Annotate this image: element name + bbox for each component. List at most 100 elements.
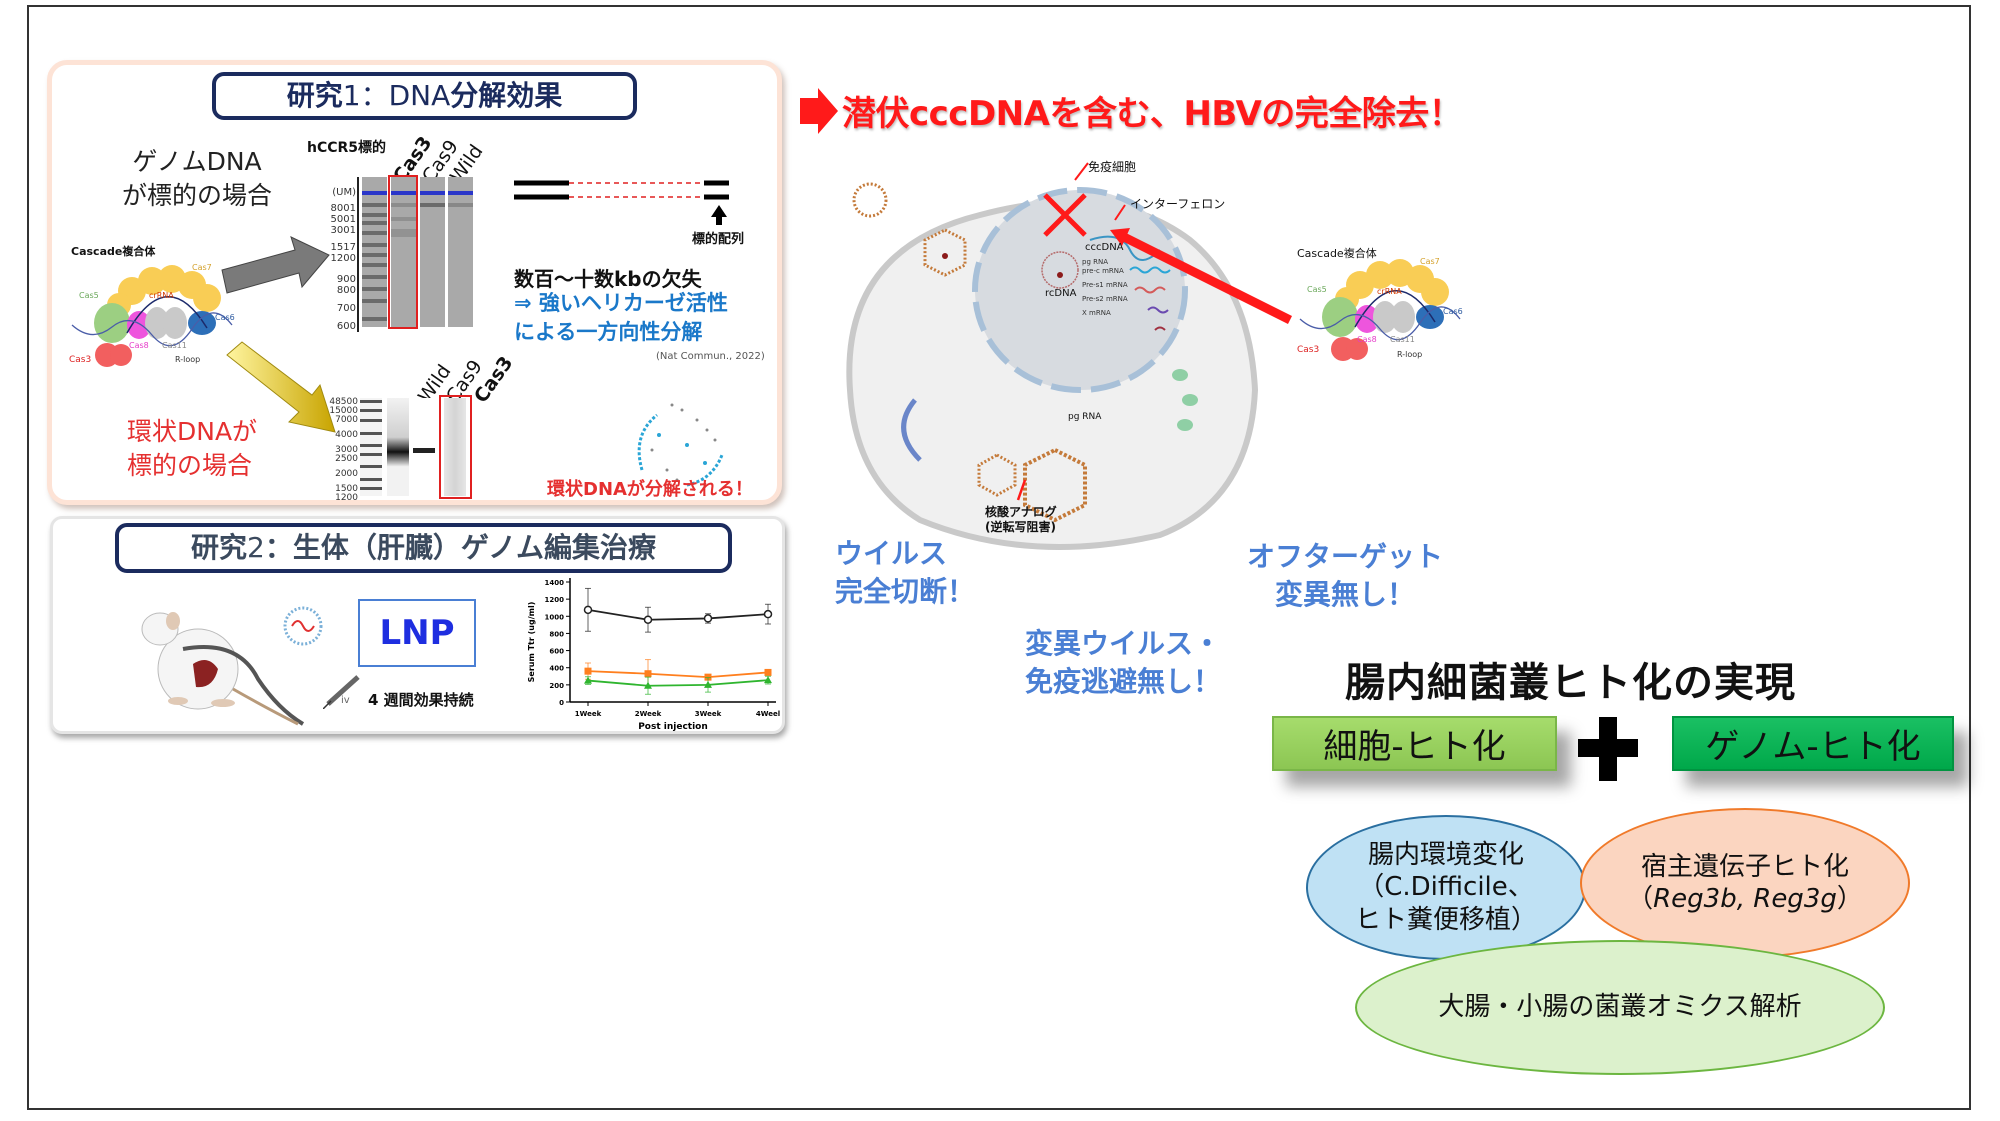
hbv-headline: 潜伏cccDNAを含む、HBVの完全除去！ <box>842 94 1463 134</box>
cascade-illustration <box>71 265 233 367</box>
cascade-complex-diagram: Cascade複合体 Cas7 Cas5 crRNA Cas6 Cas8 Cas… <box>57 243 257 373</box>
lnp-box: LNP <box>358 599 476 667</box>
data-point <box>764 676 772 684</box>
data-point <box>584 676 592 684</box>
y-tick-label: 600 <box>549 648 564 656</box>
series-line-control <box>587 608 769 621</box>
cascade-complex-diagram-right: Cascade複合体 Cas7 Cas5 crRNA Cas6 Cas8 Cas… <box>1285 245 1485 375</box>
gel2-cas3-lane <box>444 398 466 496</box>
helicase-text: ⇒ 強いヘリカーゼ活性 による一方向性分解 <box>514 291 728 344</box>
deletion-text: 数百〜十数kbの欠失 <box>514 267 702 291</box>
crrna-label: crRNA <box>149 291 174 300</box>
cell-humanization-pill: 細胞-ヒト化 <box>1272 716 1557 771</box>
cas3-label-right: Cas3 <box>1297 345 1320 355</box>
gut-title: 腸内細菌叢ヒト化の実現 <box>1345 660 1796 706</box>
genomic-target-label: ゲノムDNA が標的の場合 <box>121 147 272 210</box>
rcdna-label: rcDNA <box>1045 288 1077 299</box>
cas7-label-right: Cas7 <box>1420 257 1440 266</box>
data-point <box>704 680 712 688</box>
red-arrow-icon <box>800 88 838 134</box>
data-point <box>583 605 593 615</box>
gel2-wild-lane <box>387 398 409 496</box>
cas8-label: Cas8 <box>129 341 149 350</box>
data-point <box>644 670 652 678</box>
cas11-label-right: Cas11 <box>1390 335 1415 344</box>
slide-frame <box>27 5 1971 1110</box>
gel1-cas3-highlight <box>388 175 418 329</box>
y-tick-label: 1000 <box>545 613 565 621</box>
mrna-labels: pg RNA pre-c mRNA Pre-s1 mRNA Pre-s2 mRN… <box>1082 258 1128 317</box>
y-tick-label: 400 <box>549 665 564 673</box>
gel1-cas9-lane <box>420 177 445 327</box>
gel2-cas3-highlight <box>439 395 472 499</box>
x-tick-label: 3Week <box>695 710 722 718</box>
immune-cells-label: 免疫細胞 <box>1088 160 1137 174</box>
x-tick-label: 1Week <box>575 710 602 718</box>
rloop-label: R-loop <box>175 355 201 364</box>
y-tick-label: 200 <box>549 682 564 690</box>
study1-title: 研究1：DNA分解効果 <box>212 72 637 120</box>
off-target-callout: オフターゲット 変異無し！ <box>1246 540 1443 611</box>
x-tick-label: 2Week <box>635 710 662 718</box>
virus-cut-callout: ウイルス 完全切断！ <box>835 537 976 608</box>
cas8-label-right: Cas8 <box>1357 335 1377 344</box>
lnp-label: LNP <box>379 613 455 653</box>
cascade-title-right: Cascade複合体 <box>1297 247 1377 260</box>
pgrna-label: pg RNA <box>1068 412 1102 422</box>
gel1-ladder-labels: (UM) 8001 5001 3001 1517 1200 900 800 70… <box>330 187 356 332</box>
y-tick-label: 1400 <box>545 579 565 587</box>
hbv-lifecycle-diagram: 免疫細胞 インターフェロン cccDNA rcDNA pg RNA pre-c … <box>830 160 1300 560</box>
no-escape-callout: 変異ウイルス・ 免疫逃避無し！ <box>1025 627 1222 698</box>
cas6-label: Cas6 <box>215 313 235 322</box>
cccdna-label: cccDNA <box>1085 242 1124 253</box>
data-point <box>703 614 713 623</box>
iv-label: iv <box>341 695 350 706</box>
citation: (Nat Commun., 2022) <box>656 351 765 362</box>
mouse-illustration <box>141 612 305 726</box>
cas5-label: Cas5 <box>79 291 99 300</box>
degraded-circular-dna-illustration <box>637 403 724 487</box>
up-arrow-icon <box>711 205 727 225</box>
gel1-wild-lane <box>448 177 473 327</box>
lnp-particle-icon <box>283 606 323 646</box>
gut-environment-ellipse: 腸内環境変化 （C.Difficile、 ヒト糞便移植） <box>1306 815 1586 960</box>
cascade-title: Cascade複合体 <box>71 245 156 258</box>
gel2-ladder-lane <box>360 398 382 496</box>
cas6-label-right: Cas6 <box>1443 307 1463 316</box>
omics-analysis-ellipse: 大腸・小腸の菌叢オミクス解析 <box>1355 940 1885 1075</box>
series-line-treatment-b <box>587 679 769 687</box>
series-line-treatment-a <box>587 670 769 679</box>
hepatocyte-illustration <box>846 162 1293 550</box>
x-axis-label: Post injection <box>638 722 708 732</box>
genome-humanization-pill: ゲノム-ヒト化 <box>1672 716 1954 771</box>
rloop-label-right: R-loop <box>1397 350 1423 359</box>
interferon-label: インターフェロン <box>1130 197 1226 211</box>
y-tick-label: 0 <box>559 699 564 707</box>
data-point <box>644 681 652 689</box>
data-point <box>584 667 592 675</box>
cas7-label: Cas7 <box>192 263 212 272</box>
y-tick-label: 800 <box>549 630 564 638</box>
gel1-title: hCCR5標的 <box>307 140 387 156</box>
serum-ttr-chart: 0 200 400 600 800 1000 1200 1400 1Week 2Week 3Week… <box>527 578 780 732</box>
gel1-ladder-axis <box>357 177 359 332</box>
cascade-illustration-right <box>1299 259 1461 361</box>
target-seq-label: 標的配列 <box>692 232 745 247</box>
cas3-label: Cas3 <box>69 355 92 365</box>
cas5-label-right: Cas5 <box>1307 285 1327 294</box>
gel1-cas3-lane <box>391 177 416 327</box>
plus-icon <box>1578 717 1638 781</box>
circular-target-label: 環状DNAが 標的の場合 <box>127 417 258 480</box>
data-point <box>763 609 773 619</box>
circular-degraded-text: 環状DNAが分解される！ <box>547 479 753 500</box>
syringe-icon <box>323 675 360 709</box>
gel2-ladder-labels: 48500 15000 7000 4000 3000 2500 2000 150… <box>329 397 358 503</box>
y-tick-label: 1200 <box>545 596 565 604</box>
host-gene-ellipse: 宿主遺伝子ヒト化 （Reg3b, Reg3g） <box>1580 808 1910 958</box>
deletion-schematic <box>514 180 729 225</box>
yellow-arrow-icon <box>226 341 336 433</box>
gray-arrow-icon <box>221 236 330 294</box>
cas11-label: Cas11 <box>162 341 187 350</box>
gel2-cas9-lane <box>413 398 435 496</box>
